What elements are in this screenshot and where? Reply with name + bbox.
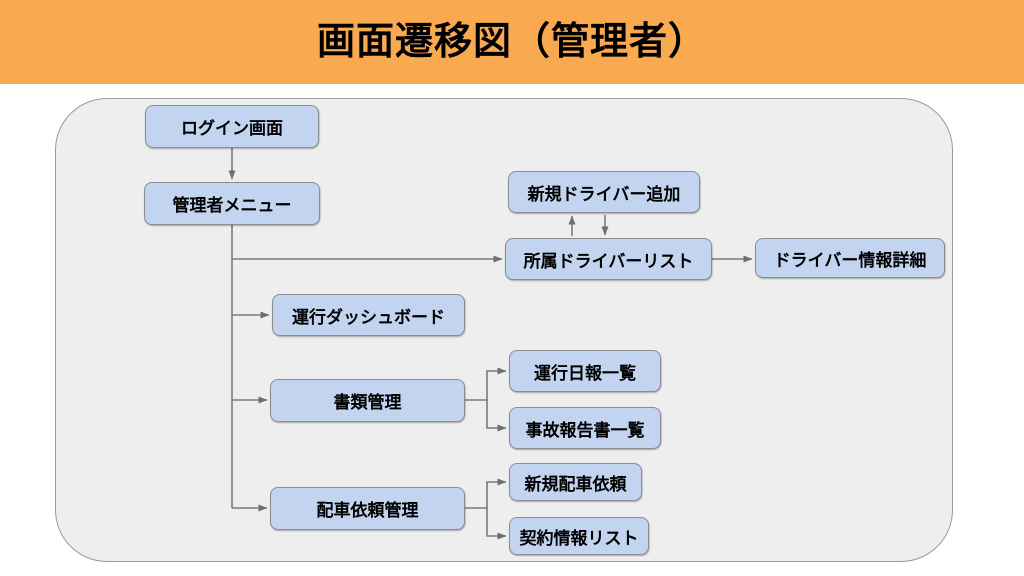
node-label: 事故報告書一覧 [525, 420, 645, 440]
node-label: ドライバー情報詳細 [773, 250, 927, 270]
page-title: 画面遷移図（管理者） [316, 21, 707, 63]
node-label: 配車依頼管理 [316, 501, 419, 520]
node-dispatch-request-management[interactable]: 配車依頼管理 [270, 487, 465, 530]
node-label: 新規ドライバー追加 [527, 184, 681, 204]
node-new-driver-add[interactable]: 新規ドライバー追加 [508, 171, 700, 213]
node-label: 管理者メニュー [172, 196, 292, 215]
node-operation-dashboard[interactable]: 運行ダッシュボード [272, 294, 465, 336]
node-label: 運行ダッシュボード [292, 307, 445, 327]
title-band [0, 0, 1024, 84]
node-affiliated-driver-list[interactable]: 所属ドライバーリスト [505, 238, 712, 280]
node-label: 所属ドライバーリスト [523, 251, 694, 271]
node-label: 運行日報一覧 [534, 363, 636, 383]
node-label: 新規配車依頼 [524, 474, 627, 494]
node-label: 契約情報リスト [519, 528, 639, 548]
node-label: 書類管理 [333, 393, 402, 412]
node-contract-info-list[interactable]: 契約情報リスト [509, 517, 649, 555]
node-daily-report-list[interactable]: 運行日報一覧 [509, 350, 661, 392]
node-login-screen[interactable]: ログイン画面 [145, 105, 319, 148]
diagram-container [55, 98, 953, 562]
node-label: ログイン画面 [181, 119, 283, 138]
node-driver-info-detail[interactable]: ドライバー情報詳細 [755, 238, 945, 278]
node-admin-menu[interactable]: 管理者メニュー [144, 182, 320, 225]
node-accident-report-list[interactable]: 事故報告書一覧 [509, 407, 661, 449]
node-document-management[interactable]: 書類管理 [270, 379, 465, 422]
node-new-dispatch-request[interactable]: 新規配車依頼 [509, 463, 642, 501]
